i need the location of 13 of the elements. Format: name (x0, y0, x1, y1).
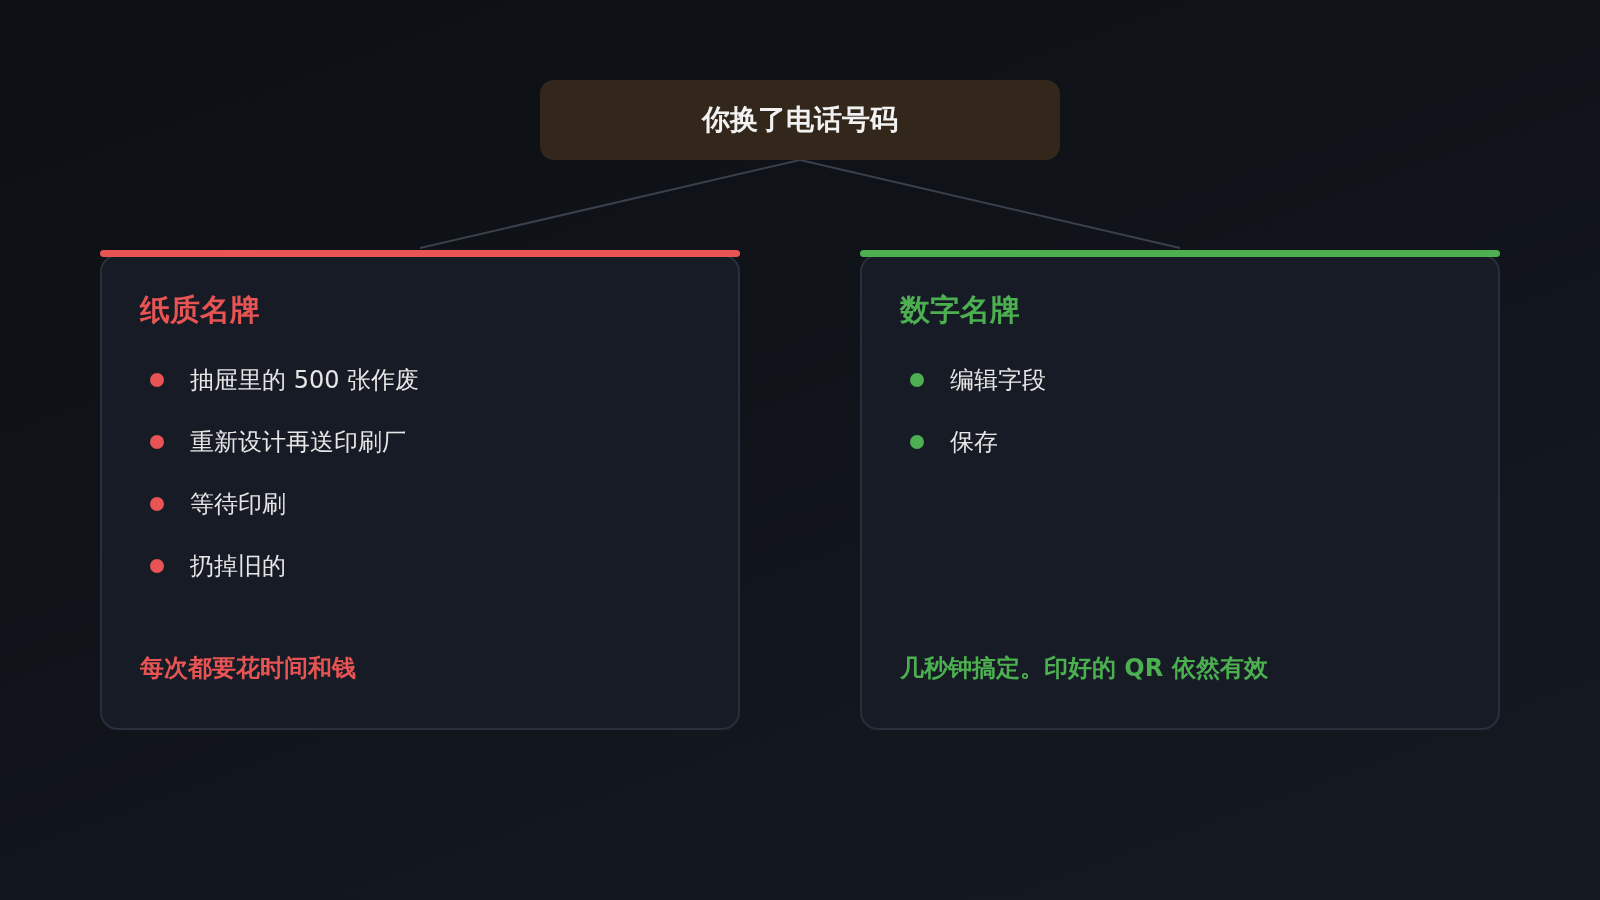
connector-line (419, 159, 801, 249)
card-heading: 数字名牌 (900, 291, 1020, 329)
title-box: 你换了电话号码 (540, 80, 1060, 160)
list-item-text: 重新设计再送印刷厂 (190, 427, 406, 458)
list-item-text: 等待印刷 (190, 489, 286, 520)
connector-line (799, 159, 1181, 249)
card-heading: 纸质名牌 (140, 291, 260, 329)
summary-text: 几秒钟搞定。印好的 QR 依然有效 (900, 653, 1268, 684)
summary-text: 每次都要花时间和钱 (140, 653, 356, 684)
list-item-text: 编辑字段 (950, 365, 1046, 396)
list-item-text: 抽屉里的 500 张作废 (190, 365, 420, 396)
list-item-text: 保存 (950, 427, 998, 458)
list-item-text: 扔掉旧的 (190, 551, 286, 582)
